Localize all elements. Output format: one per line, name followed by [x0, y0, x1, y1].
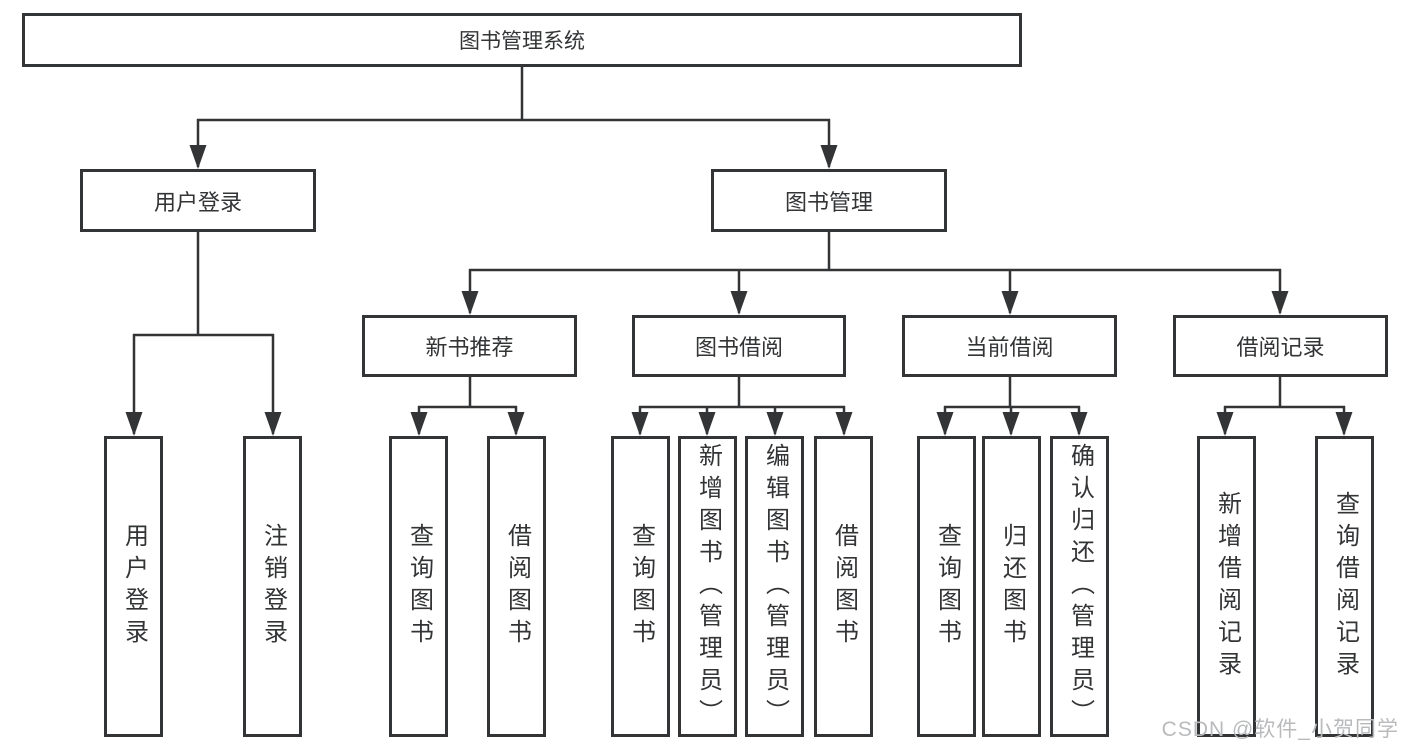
node-label: 用户登录	[153, 189, 242, 215]
leaf-label: 查询图书	[933, 522, 961, 651]
node-borrowing-records: 借阅记录	[1173, 315, 1388, 377]
leaf-add-books-admin: 新增图书（管理员）	[678, 436, 737, 737]
watermark: CSDN @软件_小贺同学	[1161, 718, 1399, 741]
node-label: 当前借阅	[965, 335, 1054, 360]
leaf-label: 查询图书	[627, 522, 655, 651]
leaf-label: 借阅图书	[503, 522, 531, 651]
leaf-borrow-books-recommend: 借阅图书	[487, 436, 546, 737]
leaf-return-books: 归还图书	[982, 436, 1041, 737]
node-user-login: 用户登录	[80, 169, 316, 232]
leaf-label: 注销登录	[259, 522, 287, 651]
leaf-edit-books-admin: 编辑图书（管理员）	[745, 436, 804, 737]
node-book-borrowing: 图书借阅	[632, 315, 846, 377]
leaf-label: 用户登录	[120, 522, 148, 651]
leaf-label: 新增借阅记录	[1213, 490, 1241, 683]
node-label: 图书借阅	[694, 335, 783, 360]
leaf-query-borrow-record: 查询借阅记录	[1315, 436, 1374, 737]
node-label: 新书推荐	[425, 335, 514, 360]
node-label: 图书管理系统	[459, 30, 585, 53]
leaf-label: 查询图书	[405, 522, 433, 651]
node-library-management-system: 图书管理系统	[22, 13, 1022, 67]
leaf-borrow-books-borrowing: 借阅图书	[814, 436, 873, 737]
node-book-management: 图书管理	[711, 169, 947, 232]
leaf-label: 确认归还（管理员）	[1066, 442, 1094, 731]
node-label: 借阅记录	[1236, 335, 1325, 360]
node-label: 图书管理	[784, 189, 873, 215]
node-new-book-recommend: 新书推荐	[362, 315, 577, 377]
node-current-borrowing: 当前借阅	[902, 315, 1117, 377]
leaf-query-books-borrowing: 查询图书	[611, 436, 670, 737]
leaf-confirm-return-admin: 确认归还（管理员）	[1050, 436, 1109, 737]
leaf-label: 新增图书（管理员）	[694, 442, 722, 731]
leaf-query-books-recommend: 查询图书	[389, 436, 448, 737]
leaf-label: 借阅图书	[830, 522, 858, 651]
leaf-add-borrow-record: 新增借阅记录	[1197, 436, 1256, 737]
leaf-logout: 注销登录	[243, 436, 302, 737]
leaf-label: 归还图书	[998, 522, 1026, 651]
leaf-query-books-current: 查询图书	[917, 436, 976, 737]
leaf-user-login: 用户登录	[104, 436, 163, 737]
leaf-label: 查询借阅记录	[1331, 490, 1359, 683]
leaf-label: 编辑图书（管理员）	[761, 442, 789, 731]
